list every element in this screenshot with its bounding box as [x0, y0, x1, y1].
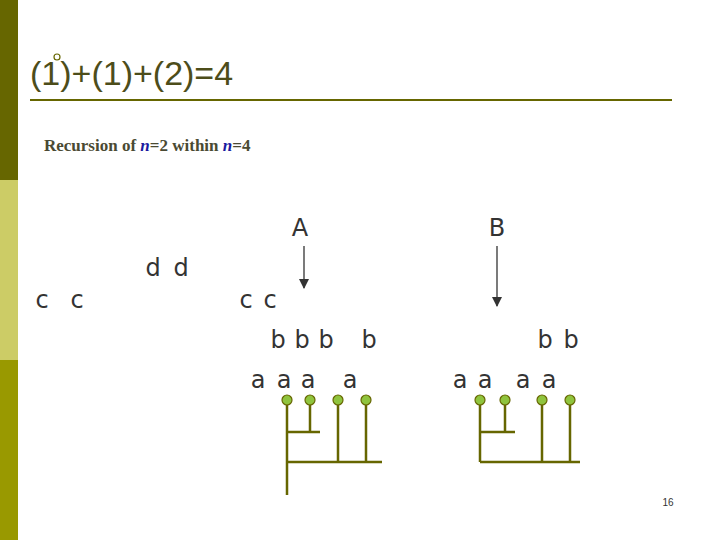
- symbol-letter: c: [70, 288, 83, 312]
- symbol-letter: d: [145, 256, 160, 280]
- leaf-dots: [282, 395, 575, 405]
- page-number: 16: [662, 498, 673, 508]
- tree: [287, 400, 580, 495]
- symbol-letter: a: [453, 368, 468, 392]
- symbol-letter: c: [263, 288, 276, 312]
- symbol-letter: b: [294, 328, 309, 352]
- symbol-letter: b: [361, 328, 376, 352]
- symbol-letter: b: [270, 328, 285, 352]
- slide-title: (1)+(1)+(2)=4: [30, 56, 233, 90]
- symbol-letter: b: [537, 328, 552, 352]
- title-rule: [30, 99, 672, 101]
- subtitle: Recursion of n=2 within n=4: [44, 137, 250, 154]
- symbol-letter: b: [563, 328, 578, 352]
- symbol-letter: B: [489, 216, 505, 240]
- symbol-letter: a: [301, 368, 316, 392]
- symbol-letter: a: [478, 368, 493, 392]
- side-bar: [0, 0, 18, 180]
- symbol-letter: c: [35, 288, 48, 312]
- symbol-letter: d: [173, 256, 188, 280]
- symbol-letter: a: [251, 368, 266, 392]
- symbol-letter: a: [343, 368, 358, 392]
- arrow: [496, 246, 497, 306]
- symbol-letter: A: [292, 216, 308, 240]
- symbol-letter: a: [542, 368, 557, 392]
- symbol-letter: c: [239, 288, 252, 312]
- side-bar: [0, 180, 18, 360]
- symbol-letter: a: [516, 368, 531, 392]
- symbol-letter: b: [318, 328, 333, 352]
- symbol-letter: a: [277, 368, 292, 392]
- side-bar: [0, 360, 18, 540]
- arrow: [303, 246, 304, 288]
